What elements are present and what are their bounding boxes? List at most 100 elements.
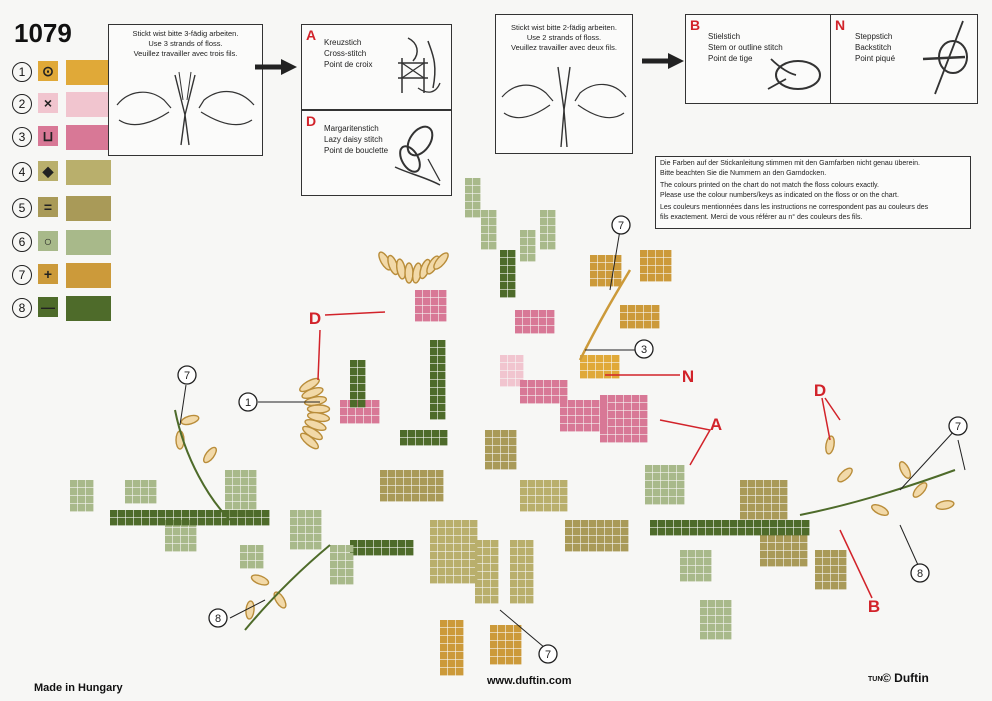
stem-cell bbox=[754, 528, 762, 536]
rose-cell bbox=[560, 388, 568, 396]
leaf-cell bbox=[314, 534, 322, 542]
leaf-cell bbox=[716, 608, 724, 616]
stem-cell bbox=[722, 520, 730, 528]
stem-line bbox=[578, 269, 632, 361]
stem-cell bbox=[500, 250, 508, 258]
bow-cell bbox=[462, 552, 470, 560]
rose-cell bbox=[584, 424, 592, 432]
gold-leaf-cell bbox=[664, 250, 672, 258]
leaf-cell bbox=[540, 210, 548, 218]
leaf-cell bbox=[141, 480, 149, 488]
rose-cell bbox=[523, 310, 531, 318]
leaf-cell bbox=[528, 230, 536, 238]
leaf-cell bbox=[704, 566, 712, 574]
leaf-cell bbox=[669, 489, 677, 497]
bow-cell bbox=[485, 446, 493, 454]
stem-cell bbox=[134, 518, 142, 526]
stitch-n-labels: Steppstich Backstitch Point piqué bbox=[855, 31, 895, 64]
leaf-cell bbox=[149, 496, 157, 504]
leaf-cell bbox=[86, 496, 94, 504]
leaf-cell bbox=[181, 528, 189, 536]
bow-cell bbox=[475, 540, 483, 548]
olive-leaf-cell bbox=[756, 488, 764, 496]
rose-cell bbox=[560, 380, 568, 388]
legend-swatch bbox=[66, 230, 111, 255]
leaf-cell bbox=[290, 526, 298, 534]
leaf-cell bbox=[645, 489, 653, 497]
bow-cell bbox=[605, 536, 613, 544]
leaf-cell bbox=[290, 542, 298, 550]
leaf-cell bbox=[189, 536, 197, 544]
rose-cell bbox=[544, 380, 552, 388]
rose-cell bbox=[608, 419, 616, 427]
bow-cell bbox=[475, 564, 483, 572]
olive-leaf-cell bbox=[831, 558, 839, 566]
bow-cell bbox=[528, 496, 536, 504]
gold-leaf-cell bbox=[490, 625, 498, 633]
leaf-cell bbox=[141, 488, 149, 496]
note-line: Please use the colour numbers/keys as in… bbox=[660, 192, 899, 199]
gold-leaf-cell bbox=[440, 644, 448, 652]
stitch-d-labels: Margaritenstich Lazy daisy stitch Point … bbox=[324, 123, 388, 156]
sprig-petal bbox=[912, 482, 928, 498]
stem-cell bbox=[430, 380, 438, 388]
stem-line bbox=[799, 469, 956, 516]
leaf-cell bbox=[338, 577, 346, 585]
rose-cell bbox=[632, 419, 640, 427]
gold-leaf-cell bbox=[514, 657, 522, 665]
bow-cell bbox=[510, 572, 518, 580]
stem-cell bbox=[254, 518, 262, 526]
stem-cell bbox=[658, 528, 666, 536]
leaf-cell bbox=[233, 470, 241, 478]
leaf-cell bbox=[724, 608, 732, 616]
gold-leaf-cell bbox=[590, 271, 598, 279]
leaf-cell bbox=[669, 481, 677, 489]
leaf-cell bbox=[465, 210, 473, 218]
rose-cell bbox=[528, 388, 536, 396]
stem-cell bbox=[438, 364, 446, 372]
stem-cell bbox=[126, 518, 134, 526]
bow-cell bbox=[483, 564, 491, 572]
stem-cell bbox=[366, 548, 374, 556]
leaf-cell bbox=[677, 481, 685, 489]
rose-cell bbox=[640, 411, 648, 419]
stem-cell bbox=[786, 528, 794, 536]
rose-cell bbox=[560, 396, 568, 404]
bow-cell bbox=[380, 486, 388, 494]
leaf-cell bbox=[708, 608, 716, 616]
stem-cell bbox=[174, 518, 182, 526]
leaf-cell bbox=[173, 528, 181, 536]
rose-cell bbox=[531, 318, 539, 326]
leaf-cell bbox=[645, 473, 653, 481]
bow-cell bbox=[475, 556, 483, 564]
instruction-2-de: Stickt wist bitte 2-fädig arbeiten. bbox=[511, 23, 617, 32]
gold-leaf-cell bbox=[448, 644, 456, 652]
gold-leaf-cell bbox=[440, 636, 448, 644]
callout-line bbox=[899, 429, 966, 491]
bow-cell bbox=[428, 478, 436, 486]
leaf-cell bbox=[248, 545, 256, 553]
olive-leaf-cell bbox=[768, 535, 776, 543]
bow-cell bbox=[438, 552, 446, 560]
leaf-cell bbox=[465, 186, 473, 194]
bow-cell bbox=[526, 572, 534, 580]
stitch-a-en: Cross-stitch bbox=[324, 49, 367, 58]
rose-center-cell bbox=[604, 363, 612, 371]
olive-leaf-cell bbox=[768, 559, 776, 567]
bow-cell bbox=[428, 470, 436, 478]
bow-cell bbox=[470, 528, 478, 536]
legend-symbol: × bbox=[38, 93, 58, 113]
callout-label: 7 bbox=[545, 649, 551, 661]
bow-cell bbox=[491, 580, 499, 588]
rose-cell bbox=[539, 326, 547, 334]
bow-cell bbox=[510, 564, 518, 572]
rose-cell bbox=[576, 424, 584, 432]
stitch-a-labels: Kreuzstich Cross-stitch Point de croix bbox=[324, 37, 372, 70]
arrow-right-icon bbox=[255, 59, 297, 75]
stem-cell bbox=[110, 510, 118, 518]
sprig-petal bbox=[837, 467, 853, 483]
leaf-cell bbox=[677, 489, 685, 497]
bow-cell bbox=[552, 504, 560, 512]
legend-symbol: — bbox=[38, 297, 58, 317]
olive-leaf-cell bbox=[748, 488, 756, 496]
